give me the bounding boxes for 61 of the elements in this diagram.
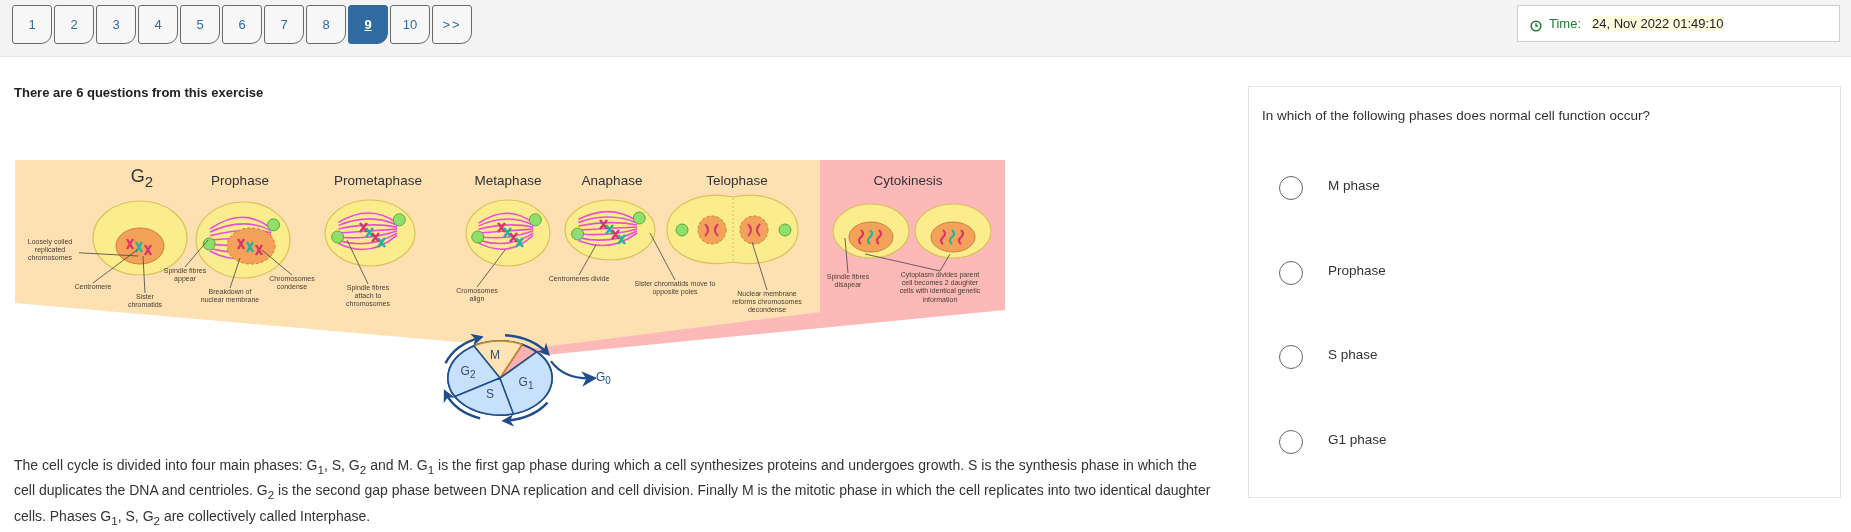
- phase-heading: Cytokinesis: [873, 173, 943, 188]
- time-label: Time:: [1549, 16, 1582, 31]
- leader-line: [142, 255, 146, 294]
- leader-line: [229, 257, 241, 289]
- leader-line: [864, 253, 941, 272]
- phase-heading: Metaphase: [474, 173, 542, 188]
- cell-drawing: [92, 200, 188, 276]
- page-button: 3: [96, 5, 136, 44]
- page-button: 5: [180, 5, 220, 44]
- page-button: >>: [432, 5, 472, 44]
- leader-line: [261, 249, 293, 276]
- exercise-heading: There are 6 questions from this exercise: [14, 85, 264, 100]
- phase-heading: Prometaphase: [334, 173, 422, 188]
- phase-label: G$_{1}$: [518, 374, 534, 392]
- page-button: 9: [348, 5, 388, 44]
- phase-heading: G$_{2}$: [130, 166, 154, 190]
- phase-label: G$_{2}$: [460, 363, 476, 381]
- cell-drawing: [914, 203, 992, 259]
- leader-line: [939, 253, 951, 272]
- cycle-arrow: [443, 389, 481, 420]
- phase-heading: Anaphase: [581, 173, 643, 188]
- leader-line: [578, 244, 597, 276]
- leader-line: [78, 252, 139, 257]
- answer-option: M phase: [1328, 178, 1380, 193]
- page-button: 1: [12, 5, 52, 44]
- cycle-segment: [448, 345, 500, 397]
- phase-label: S: [486, 387, 494, 401]
- cycle-segment: [454, 378, 514, 415]
- cell-drawing: [564, 199, 656, 261]
- phase-heading: Telophase: [706, 173, 768, 188]
- question-text: In which of the following phases does normal cell function occur?: [1262, 108, 1650, 123]
- cycle-segment: [500, 351, 552, 414]
- page-button: 6: [222, 5, 262, 44]
- leader-line: [346, 239, 369, 285]
- page-button: 10: [390, 5, 430, 44]
- answer-option: Prophase: [1328, 262, 1386, 278]
- answer-option: G1 phase: [1328, 431, 1387, 447]
- phase-label: M: [490, 348, 500, 362]
- cell-drawing: [465, 199, 551, 267]
- explanation-paragraph: The cell cycle is divided into four main phases: G$_{1}$, S, G$_{2}$ and M. G$_{1}$ is the first gap phase during which a cell synthesizes proteins and undergoes growth. S is the synthesis phase in which the cell duplicates the DNA and centrioles. G$_{2}$ is the second gap phase between DNA replication and cell division. Finally M is the mitotic phase in which the cell replicates into two identical daughter cells. Phases G$_{1}$, S, G$_{2}$ are collectively called Interphase.: [14, 456, 1212, 529]
- dividing-cell-drawing: [666, 194, 799, 265]
- leader-line: [476, 249, 506, 288]
- leader-line: [751, 241, 768, 291]
- phase-heading: Prophase: [211, 173, 269, 188]
- page-button: 8: [306, 5, 346, 44]
- cell-drawing: [324, 199, 416, 267]
- page-button: 2: [54, 5, 94, 44]
- timestamp: 24, Nov 2022 01:49:10: [1592, 16, 1724, 31]
- leader-line: [649, 232, 676, 281]
- leader-line: [92, 249, 138, 284]
- leader-line: [844, 237, 849, 274]
- page-button: 7: [264, 5, 304, 44]
- cell-drawing: [832, 203, 910, 259]
- page-button: 4: [138, 5, 178, 44]
- cycle-arrow: [501, 401, 549, 427]
- leader-line: [184, 239, 209, 268]
- answer-option: S phase: [1328, 347, 1378, 362]
- arrow: [550, 360, 598, 387]
- cycle-arrow: [444, 334, 484, 364]
- phase-label: G$_{0}$: [596, 370, 611, 387]
- cycle-arrow: [504, 333, 551, 356]
